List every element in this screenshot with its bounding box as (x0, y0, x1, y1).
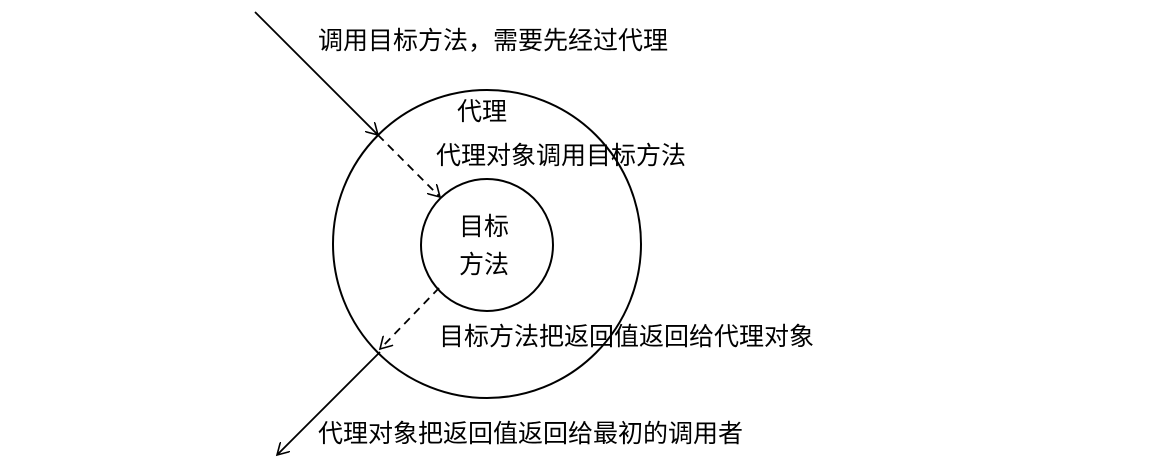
proxy-returns-label: 代理对象把返回值返回给最初的调用者 (318, 419, 744, 448)
target-label-line2: 方法 (459, 250, 510, 279)
proxy-label: 代理 (457, 97, 508, 126)
proxy-circle (332, 89, 642, 399)
proxy-call-dashed-arrow (377, 134, 440, 197)
call-target-label: 调用目标方法，需要先经过代理 (318, 26, 669, 55)
target-return-dashed-arrow (380, 287, 440, 349)
target-returns-label: 目标方法把返回值返回给代理对象 (439, 322, 815, 351)
call-arrow (254, 11, 378, 135)
target-label-line1: 目标 (459, 212, 510, 241)
proxy-calls-label: 代理对象调用目标方法 (436, 141, 687, 170)
target-method-circle (420, 178, 554, 312)
proxy-return-arrow (277, 351, 381, 455)
